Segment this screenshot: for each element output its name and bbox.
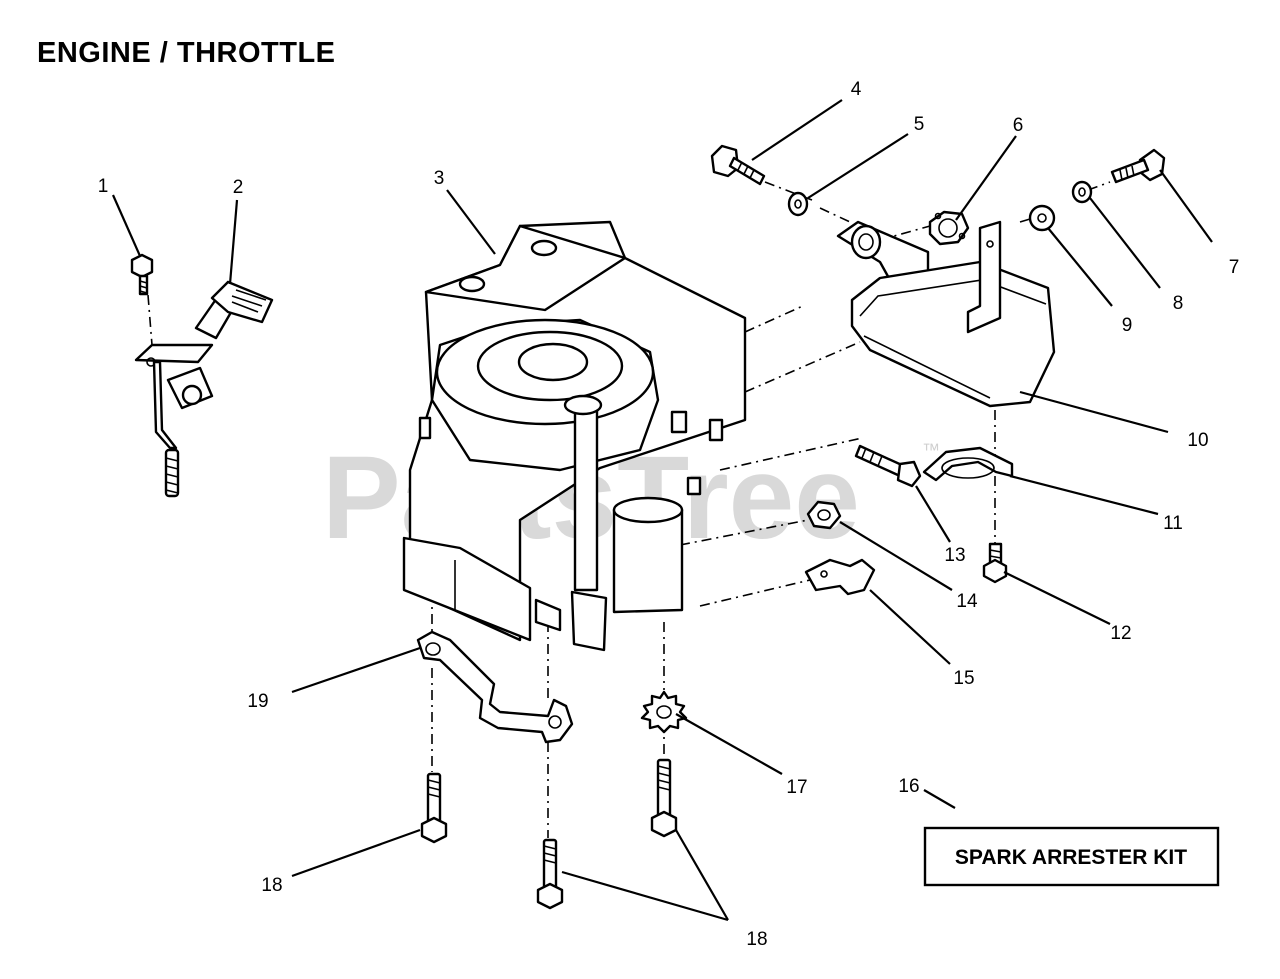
part-9-washer [1028,204,1056,232]
part-19-bracket [416,630,574,744]
callout-6: 6 [1013,115,1024,136]
part-10-muffler [836,220,1056,408]
part-11-spark-arrester-screen [922,446,1014,482]
callout-5: 5 [914,114,925,135]
part-4-bolt [710,144,766,186]
part-8-lock-washer [1071,180,1093,204]
part-3-engine [402,220,747,652]
spark-arrester-kit-label: SPARK ARRESTER KIT [955,846,1187,869]
callout-16: 16 [898,776,919,797]
part-13-stud [854,444,922,488]
callout-18-bottom: 18 [746,929,767,950]
callout-1: 1 [98,176,109,197]
part-18-bolt-center [536,838,564,910]
callout-19: 19 [247,691,268,712]
callout-numbers: 1 2 3 4 5 6 7 8 9 10 11 12 13 14 15 16 1… [98,79,1240,950]
callout-12: 12 [1110,623,1131,644]
part-15-clamp [804,558,876,596]
part-17-star-washer [640,690,688,734]
part-18-bolt-right [650,758,678,838]
part-1-bolt [130,253,154,296]
part-16-kit: SPARK ARRESTER KIT [923,826,1220,887]
callout-3: 3 [434,168,445,189]
part-2-throttle-control [134,280,274,498]
part-12-screw [982,542,1008,584]
part-5-washer [787,191,809,217]
callout-14: 14 [956,591,978,612]
callout-17: 17 [786,777,807,798]
callout-7: 7 [1229,257,1240,278]
callout-8: 8 [1173,293,1184,314]
callout-13: 13 [944,545,965,566]
part-14-nut [806,500,842,530]
callout-4: 4 [851,79,862,100]
part-7-bolt [1110,148,1166,184]
callout-10: 10 [1187,430,1208,451]
part-6-gasket [928,210,970,246]
callout-11: 11 [1163,513,1183,534]
diagram-title: ENGINE / THROTTLE [37,37,336,69]
callout-15: 15 [953,668,974,689]
watermark-trademark: ™ [922,440,940,460]
part-18-bolt-left [420,772,448,844]
callout-2: 2 [233,177,244,198]
callout-18-left: 18 [261,875,282,896]
callout-9: 9 [1122,315,1133,336]
leader-lines [111,99,1213,922]
